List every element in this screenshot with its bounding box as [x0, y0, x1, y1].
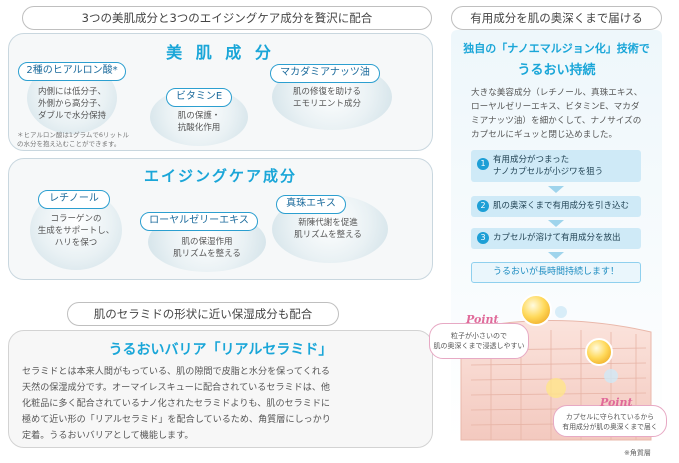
step-arrow-2 [548, 220, 564, 227]
point-1-label: Point [466, 313, 499, 326]
nano-heading: 独自の「ナノエマルジョン化」技術で うるおい持続 [463, 42, 650, 78]
right-title: 有用成分を肌の奥深くまで届ける [451, 6, 662, 30]
step-1: 1 有用成分がつまった ナノカプセルが小ジワを狙う [471, 150, 641, 182]
ceramide-panel [8, 330, 433, 448]
ceramide-body: セラミドとは本来人間がもっている、肌の隙間で皮脂と水分を保ってくれる 天然の保湿… [22, 367, 331, 441]
retinol-text: コラーゲンの 生成をサポートし、 ハリを保つ [37, 214, 115, 248]
nano-description: 大きな美容成分（レチノール、真珠エキス、 ローヤルゼリーエキス、ビタミンE、マカ… [471, 88, 643, 140]
step-2-number: 2 [477, 199, 489, 212]
ceramide-heading: うるおいバリア「リアルセラミド」 [108, 342, 333, 358]
vitamin-e-label: ビタミンE [166, 88, 232, 107]
retinol-label: レチノール [38, 190, 110, 209]
point-1-text: 粒子が小さいので 肌の奥深くまで浸透しやすい [433, 332, 525, 350]
step-1-number: 1 [477, 158, 489, 170]
point-2-label: Point [600, 396, 633, 409]
macadamia-label: マカダミアナッツ油 [270, 64, 380, 83]
hyaluronic-label: 2種のヒアルロン酸* [18, 62, 126, 81]
vitamin-e-text: 肌の保護・ 抗酸化作用 [177, 111, 221, 133]
stratum-corneum-caption: ※角質層 [624, 449, 651, 457]
step-3-number: 3 [477, 231, 489, 244]
hyaluronic-text: 内側には低分子、 外側から高分子、 ダブルで水分保持 [37, 87, 106, 121]
hyaluronic-footnote: ＊ヒアルロン酸は1グラムで6リットル の水分を抱え込むことができます。 [17, 131, 130, 148]
pearl-text: 新陳代謝を促進 肌リズムを整える [294, 218, 362, 240]
ceramide-pill: 肌のセラミドの形状に近い保湿成分も配合 [67, 302, 339, 326]
long-lasting-banner: うるおいが長時間持続します！ [471, 262, 641, 283]
royal-jelly-text: 肌の保湿作用 肌リズムを整える [173, 237, 241, 259]
macadamia-text: 肌の修復を助ける エモリエント成分 [292, 87, 361, 109]
pearl-label: 真珠エキス [276, 195, 346, 214]
point-2-text: カプセルに守られているから 有用成分が肌の奥深くまで届く [562, 413, 658, 431]
beauty-heading: 美 肌 成 分 [166, 43, 275, 62]
aging-heading: エイジングケア成分 [143, 167, 297, 185]
ingredients-title: 3つの美肌成分と3つのエイジングケア成分を贅沢に配合 [22, 6, 432, 30]
step-arrow-3 [548, 252, 564, 259]
royal-jelly-label: ローヤルゼリーエキス [140, 212, 258, 231]
step-arrow-1 [548, 186, 564, 193]
point-2-callout [553, 405, 667, 437]
point-1-callout [429, 323, 529, 359]
